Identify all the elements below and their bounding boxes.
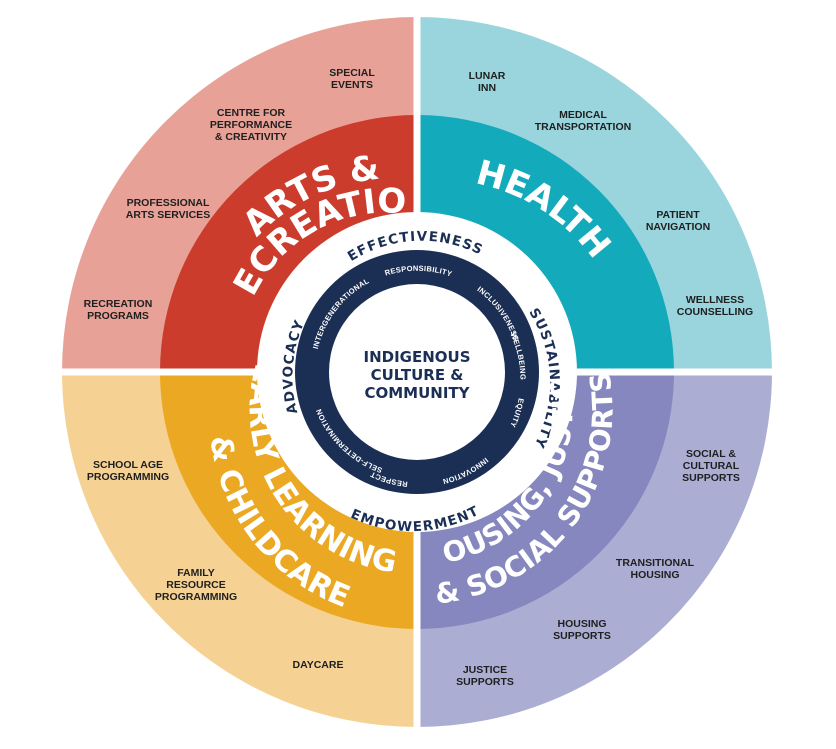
svg-text:SUPPORTS: SUPPORTS	[456, 676, 514, 688]
service-special-events: SPECIAL EVENTS	[329, 67, 375, 91]
svg-text:SOCIAL &: SOCIAL &	[686, 448, 736, 460]
center-circle	[329, 284, 505, 460]
svg-text:ARTS SERVICES: ARTS SERVICES	[126, 209, 210, 221]
svg-text:CENTRE FOR: CENTRE FOR	[217, 107, 286, 119]
service-school-age-programming: SCHOOL AGE PROGRAMMING	[87, 459, 169, 483]
svg-text:PROGRAMS: PROGRAMS	[87, 310, 149, 322]
svg-text:RESOURCE: RESOURCE	[166, 579, 226, 591]
svg-text:PROGRAMMING: PROGRAMMING	[87, 471, 169, 483]
svg-text:SCHOOL AGE: SCHOOL AGE	[93, 459, 163, 471]
svg-text:JUSTICE: JUSTICE	[463, 664, 507, 676]
service-daycare: DAYCARE	[293, 659, 344, 671]
svg-text:WELLNESS: WELLNESS	[686, 294, 744, 306]
svg-text:SPECIAL: SPECIAL	[329, 67, 375, 79]
service-family-resource-programming: FAMILY RESOURCE PROGRAMMING	[155, 567, 237, 603]
center-line-2: CULTURE &	[371, 366, 464, 384]
service-patient-navigation: PATIENT NAVIGATION	[646, 209, 710, 233]
svg-text:SUPPORTS: SUPPORTS	[682, 472, 740, 484]
svg-text:INN: INN	[478, 82, 496, 94]
center-line-1: INDIGENOUS	[363, 348, 470, 366]
svg-text:MEDICAL: MEDICAL	[559, 109, 607, 121]
service-housing-supports: HOUSING SUPPORTS	[553, 618, 611, 642]
svg-text:PROGRAMMING: PROGRAMMING	[155, 591, 237, 603]
svg-text:EVENTS: EVENTS	[331, 79, 373, 91]
svg-text:DAYCARE: DAYCARE	[293, 659, 344, 671]
svg-text:CULTURAL: CULTURAL	[683, 460, 740, 472]
svg-text:PERFORMANCE: PERFORMANCE	[210, 119, 292, 131]
service-professional-arts: PROFESSIONAL ARTS SERVICES	[126, 197, 210, 221]
svg-text:RECREATION: RECREATION	[84, 298, 153, 310]
service-centre-for-performance: CENTRE FOR PERFORMANCE & CREATIVITY	[210, 107, 292, 143]
svg-text:HOUSING: HOUSING	[557, 618, 606, 630]
svg-text:& CREATIVITY: & CREATIVITY	[215, 131, 287, 143]
svg-text:NAVIGATION: NAVIGATION	[646, 221, 710, 233]
svg-text:COUNSELLING: COUNSELLING	[677, 306, 753, 318]
service-recreation-programs: RECREATION PROGRAMS	[84, 298, 153, 322]
service-wellness-counselling: WELLNESS COUNSELLING	[677, 294, 753, 318]
svg-text:TRANSITIONAL: TRANSITIONAL	[616, 557, 695, 569]
service-transitional-housing: TRANSITIONAL HOUSING	[616, 557, 695, 581]
center-line-3: COMMUNITY	[364, 384, 470, 402]
svg-text:SUPPORTS: SUPPORTS	[553, 630, 611, 642]
service-lunar-inn: LUNAR INN	[469, 70, 506, 94]
svg-text:HOUSING: HOUSING	[630, 569, 679, 581]
svg-text:FAMILY: FAMILY	[177, 567, 215, 579]
service-medical-transportation: MEDICAL TRANSPORTATION	[535, 109, 631, 133]
svg-text:TRANSPORTATION: TRANSPORTATION	[535, 121, 631, 133]
svg-text:LUNAR: LUNAR	[469, 70, 506, 82]
service-justice-supports: JUSTICE SUPPORTS	[456, 664, 514, 688]
svg-text:PROFESSIONAL: PROFESSIONAL	[127, 197, 210, 209]
svg-text:PATIENT: PATIENT	[656, 209, 700, 221]
service-social-cultural-supports: SOCIAL & CULTURAL SUPPORTS	[682, 448, 740, 484]
